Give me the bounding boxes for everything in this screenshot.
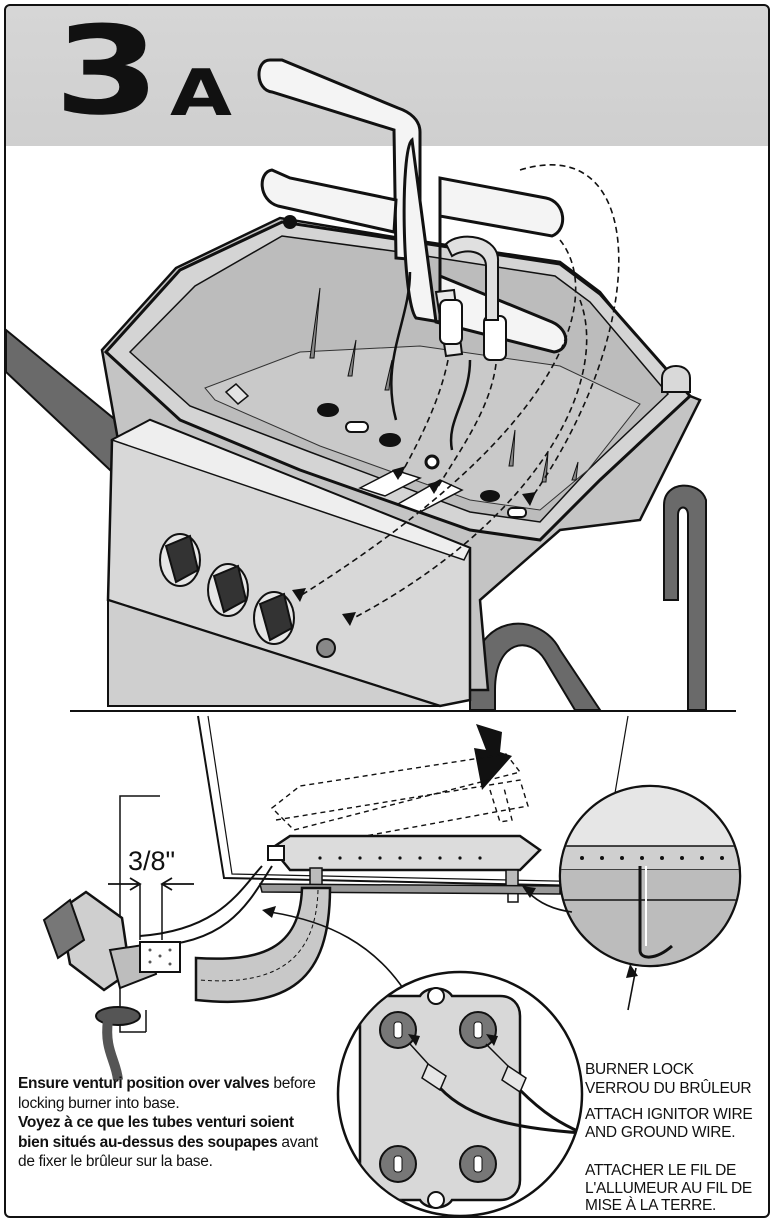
ignitor-button-icon xyxy=(316,638,336,658)
attach-wire-label-fr: ATTACHER LE FIL DE L'ALLUMEUR AU FIL DE … xyxy=(585,1162,752,1214)
control-knob-3-icon xyxy=(253,591,295,645)
measurement-label: 3/8" xyxy=(128,846,176,876)
note-fr-bold: Voyez à ce que les tubes venturi soient … xyxy=(18,1114,294,1151)
burner-lock-label: BURNER LOCK VERROU DU BRÛLEUR xyxy=(585,1060,752,1098)
control-knob-1-icon xyxy=(159,533,201,587)
note-en-rest: before locking burner into base. xyxy=(18,1075,316,1112)
burner-icon xyxy=(257,58,568,361)
attach-wire-label-en: ATTACH IGNITOR WIRE AND GROUND WIRE. xyxy=(585,1106,753,1141)
grill-assembly-illustration xyxy=(5,58,707,711)
step-letter: A xyxy=(170,57,232,131)
page-border xyxy=(4,4,770,1218)
note-en-bold: Ensure venturi position over valves xyxy=(18,1075,270,1092)
burner-lock-label-fr: VERROU DU BRÛLEUR xyxy=(585,1080,752,1097)
note-fr-rest: avant de fixer le brûleur sur la base. xyxy=(18,1133,318,1171)
step-number: 3 xyxy=(54,0,160,142)
burner-lock-label-en: BURNER LOCK xyxy=(585,1061,694,1078)
section-divider xyxy=(70,710,736,712)
venturi-note: Ensure venturi position over valves befo… xyxy=(18,1074,318,1172)
control-knob-2-icon xyxy=(207,563,249,617)
